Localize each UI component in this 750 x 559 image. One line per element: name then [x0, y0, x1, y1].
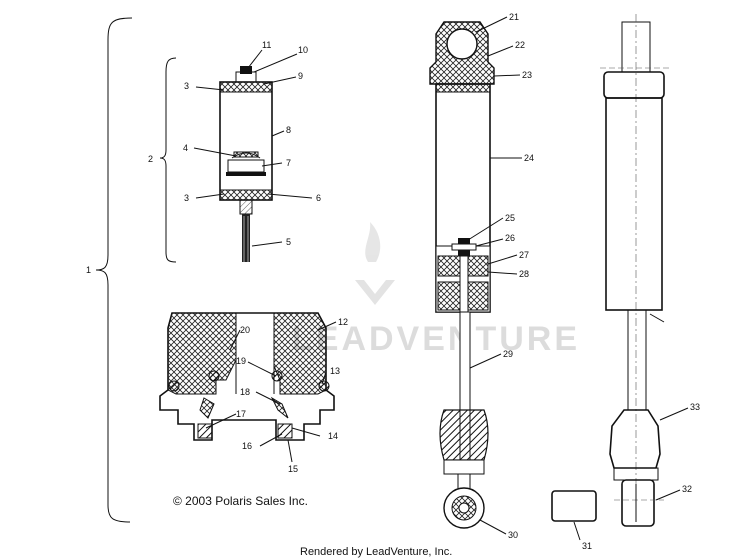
callout-27: 27 — [519, 250, 529, 260]
main-shock-cutaway — [429, 21, 495, 529]
callout-30: 30 — [508, 530, 518, 540]
callout-24: 24 — [524, 153, 534, 163]
shock-exterior-view — [551, 14, 672, 527]
callout-26: 26 — [505, 233, 515, 243]
callout-16: 16 — [242, 441, 252, 451]
callout-21: 21 — [509, 12, 519, 22]
copyright-text: © 2003 Polaris Sales Inc. — [173, 494, 308, 508]
callout-3a: 3 — [184, 81, 189, 91]
callout-5: 5 — [286, 237, 291, 247]
watermark-text: LEADVENTURE — [292, 320, 580, 358]
callout-31: 31 — [582, 541, 592, 551]
footer-text: Rendered by LeadVenture, Inc. — [300, 546, 452, 558]
callout-22: 22 — [515, 40, 525, 50]
callout-1: 1 — [86, 265, 91, 275]
seal-head-section — [159, 312, 335, 441]
callout-11: 11 — [262, 40, 271, 50]
callout-8: 8 — [286, 125, 291, 135]
callout-18: 18 — [240, 387, 250, 397]
callout-7: 7 — [286, 158, 291, 168]
callout-25: 25 — [505, 213, 515, 223]
reservoir-assembly — [219, 66, 273, 262]
callout-28: 28 — [519, 269, 529, 279]
callout-10: 10 — [298, 45, 308, 55]
callout-4: 4 — [183, 143, 188, 153]
callout-12: 12 — [338, 317, 348, 327]
assembly-bracket-2 — [159, 57, 177, 263]
callout-17: 17 — [236, 409, 246, 419]
callout-32: 32 — [682, 484, 692, 494]
callout-2: 2 — [148, 154, 153, 164]
callout-13: 13 — [330, 366, 340, 376]
callout-14: 14 — [328, 431, 338, 441]
callout-20: 20 — [240, 325, 250, 335]
callout-15: 15 — [288, 464, 298, 474]
callout-29: 29 — [503, 349, 513, 359]
assembly-bracket-1 — [95, 17, 133, 523]
callout-3b: 3 — [184, 193, 189, 203]
callout-6: 6 — [316, 193, 321, 203]
callout-23: 23 — [522, 70, 532, 80]
callout-19: 19 — [236, 356, 246, 366]
watermark-logo: LEADVENTURE — [292, 222, 580, 358]
callout-9: 9 — [298, 71, 303, 81]
callout-33: 33 — [690, 402, 700, 412]
